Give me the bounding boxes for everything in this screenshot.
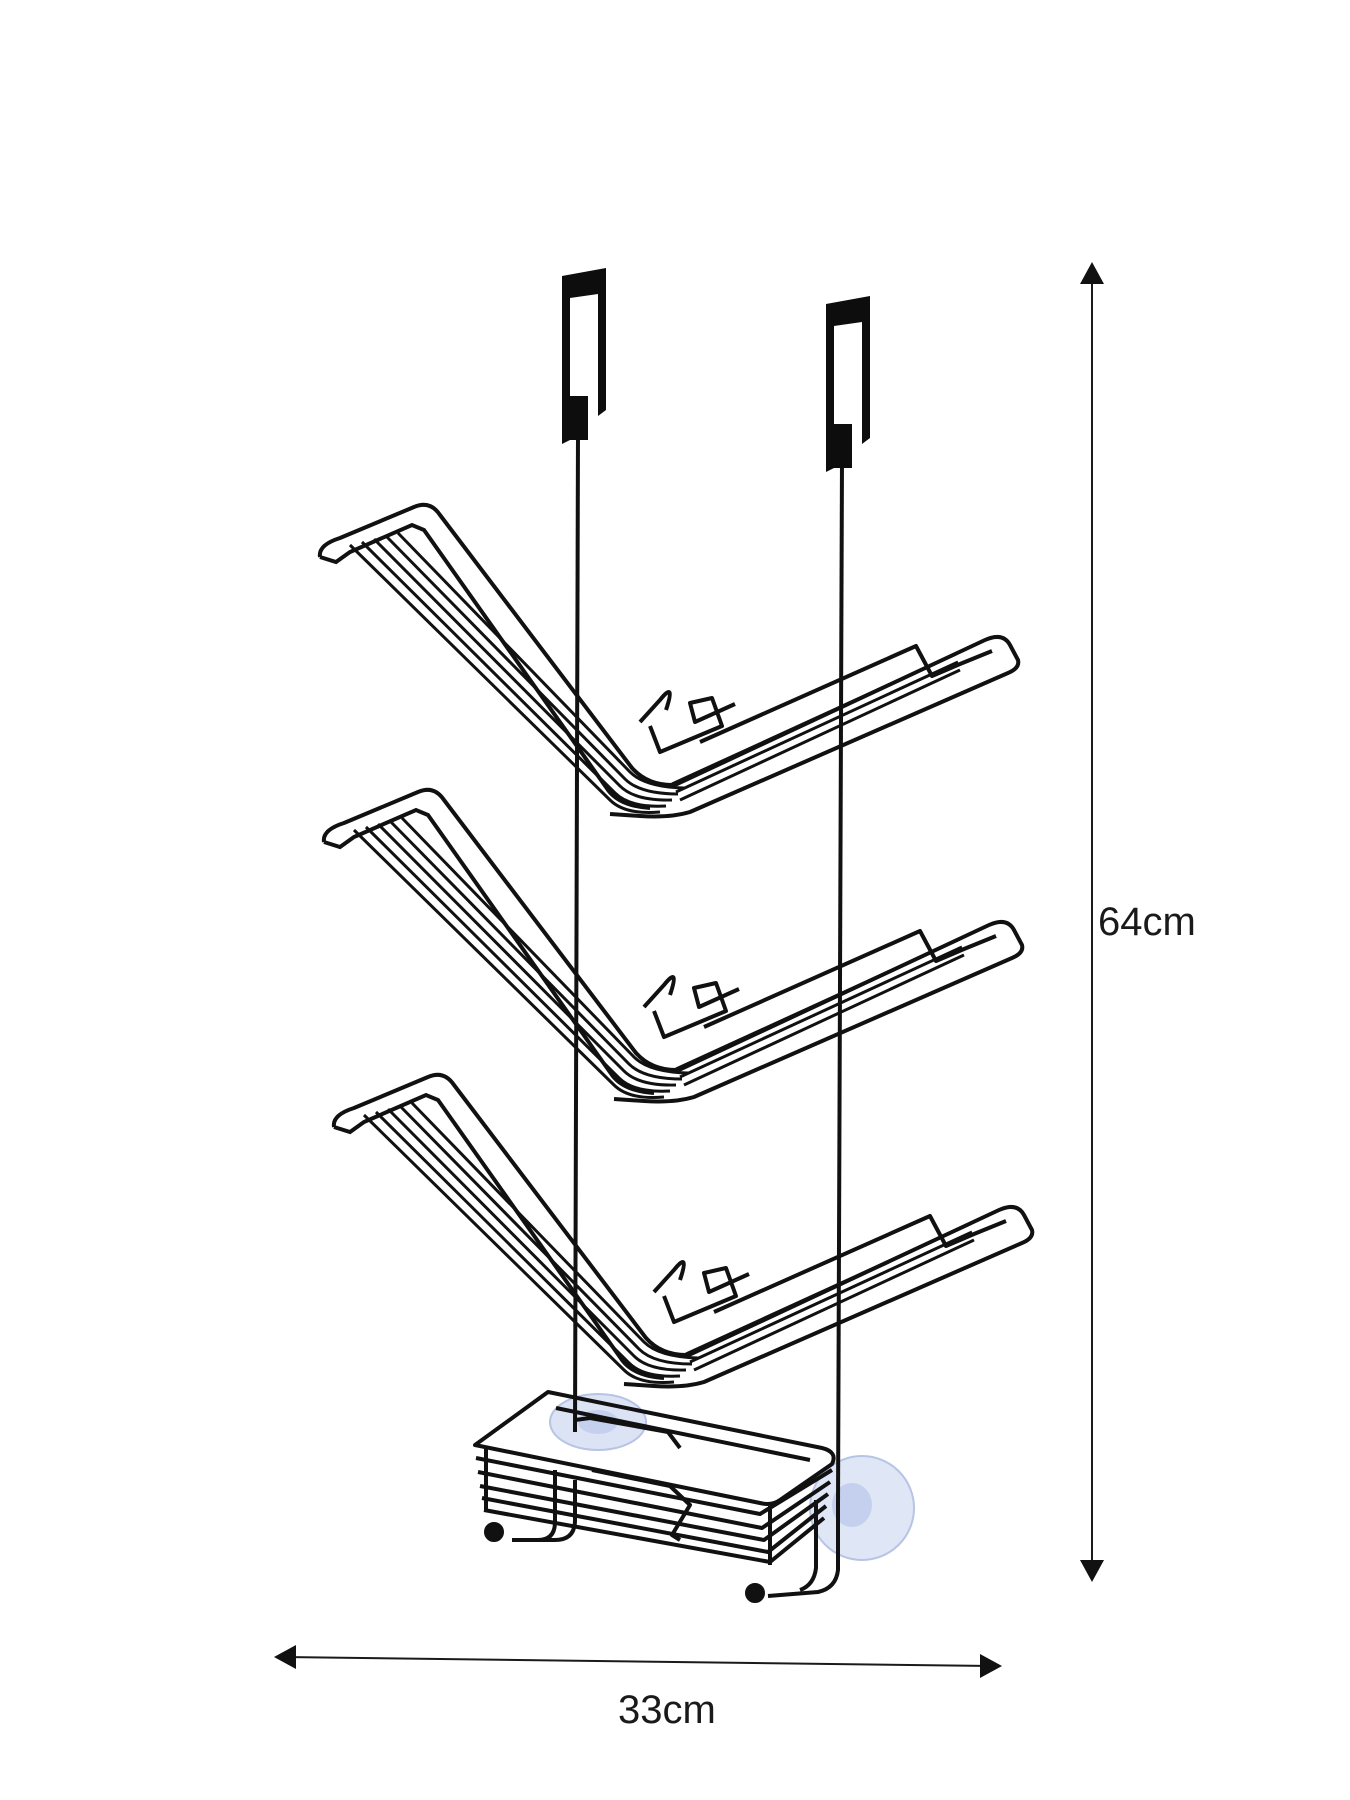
arrow-left-icon bbox=[274, 1645, 296, 1669]
width-dimension bbox=[274, 1645, 1002, 1678]
arrow-down-icon bbox=[1080, 1560, 1104, 1582]
arrow-up-icon bbox=[1080, 262, 1104, 284]
height-label: 64cm bbox=[1098, 900, 1196, 944]
shelf-middle bbox=[321, 787, 1025, 1104]
towel-hooks bbox=[484, 1470, 840, 1603]
door-hook-right bbox=[826, 296, 870, 472]
arrow-right-icon bbox=[980, 1654, 1002, 1678]
support-rods bbox=[573, 429, 844, 1506]
height-dimension bbox=[1080, 262, 1104, 1582]
width-label: 33cm bbox=[618, 1688, 716, 1732]
width-dimension-line bbox=[283, 1656, 993, 1667]
soap-basket bbox=[473, 1390, 836, 1565]
door-hook-left bbox=[562, 268, 606, 444]
door-hooks bbox=[562, 268, 870, 472]
shelf-top bbox=[317, 502, 1021, 819]
shelf-bottom bbox=[331, 1072, 1035, 1389]
